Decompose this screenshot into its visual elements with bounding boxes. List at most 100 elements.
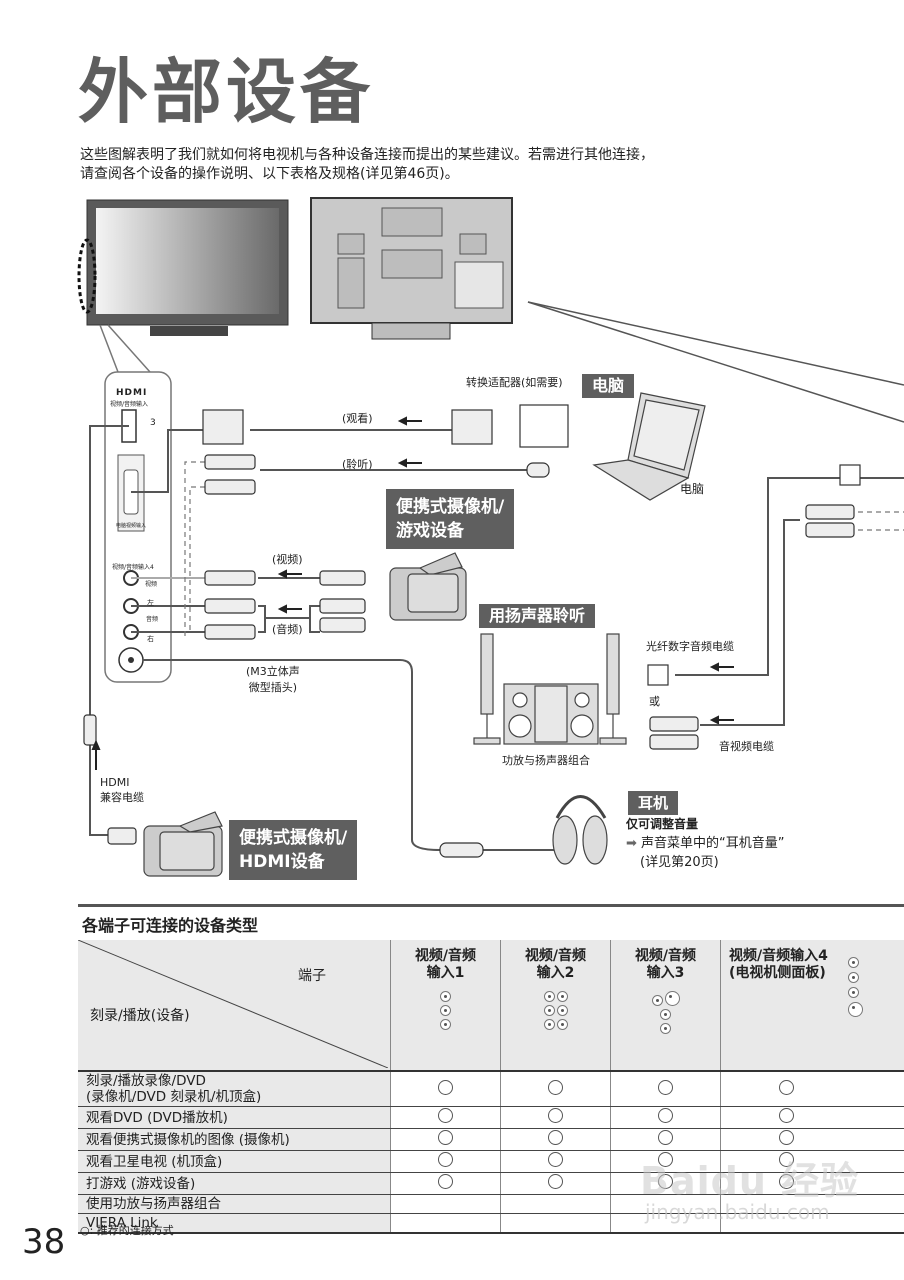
m3-plug-label-line1: (M3立体声 <box>246 665 300 678</box>
compat-cell <box>500 1150 611 1173</box>
av2-jacks-icon <box>502 990 609 1032</box>
recommended-circle-icon <box>658 1174 673 1189</box>
left-jack-label: 左 <box>147 599 154 607</box>
adapter-label: 转换适配器(如需要) <box>466 376 563 389</box>
compat-cell <box>390 1150 501 1173</box>
camcorder-game-tag-line2: 游戏设备 <box>396 521 464 541</box>
audio-cable <box>258 605 320 619</box>
speaker-tag: 用扬声器聆听 <box>479 604 596 628</box>
headphone-tag: 耳机 <box>628 791 679 815</box>
compat-cell <box>720 1106 904 1129</box>
compat-cell <box>720 1213 904 1234</box>
hdmi-cable-upper <box>89 425 129 715</box>
hdmi-port-label: 视频/音频输入 <box>110 401 149 408</box>
table-row: VIERA Link <box>78 1213 904 1234</box>
tv-front-screen <box>96 208 279 314</box>
laptop-illustration <box>592 392 706 501</box>
recommended-circle-icon <box>658 1108 673 1123</box>
compat-cell <box>610 1106 721 1129</box>
recommended-circle-icon <box>779 1174 794 1189</box>
recommended-circle-icon <box>548 1079 563 1095</box>
recommended-circle-icon <box>548 1174 563 1189</box>
amp-speaker-illustration <box>473 633 627 745</box>
recommended-circle-icon <box>779 1130 794 1145</box>
camcorder-illustration <box>389 552 467 621</box>
row-label-line1: 刻录/播放录像/DVD <box>86 1073 206 1089</box>
optical-plug <box>647 664 669 686</box>
hdmi-cable-label: HDMI 兼容电缆 <box>100 776 144 805</box>
recommended-circle-icon <box>438 1174 453 1189</box>
compat-cell <box>720 1128 904 1151</box>
table-row: 使用功放与扬声器组合 <box>78 1194 904 1214</box>
rca-plug <box>204 479 256 495</box>
side-panel-highlight <box>77 238 97 314</box>
terminal-compatibility-table: 端子 刻录/播放(设备) 视频/音频 输入1 视频/音频 输入2 视频/音频 输… <box>78 940 904 1234</box>
corner-terminal-label: 端子 <box>298 968 326 984</box>
compat-cell <box>720 1172 904 1195</box>
camcorder-hdmi-tag-line1: 便携式摄像机/ <box>239 828 348 848</box>
tv-rear-illustration <box>310 197 904 423</box>
watermark-logo: Baidu 经验 <box>640 1159 860 1203</box>
arrow-right-icon: ➡ <box>626 836 637 851</box>
column-header-av2: 视频/音频 输入2 <box>500 940 611 1072</box>
mini-plug <box>526 462 550 478</box>
headphones-illustration <box>552 795 608 865</box>
compat-cell <box>720 1150 904 1173</box>
camcorder-hdmi-illustration <box>143 811 223 877</box>
column-header-av1: 视频/音频 输入1 <box>390 940 501 1072</box>
compat-cell <box>500 1128 611 1151</box>
compat-cell <box>500 1194 611 1214</box>
compat-cell <box>610 1172 721 1195</box>
watch-label: (观看) <box>342 412 373 425</box>
table-row: 观看便携式摄像机的图像 (摄像机) <box>78 1128 904 1151</box>
compat-cell <box>390 1213 501 1234</box>
headphone-note-line1: 声音菜单中的“耳机音量” <box>641 836 785 851</box>
m3-plug-label: (M3立体声 微型插头) <box>246 663 300 695</box>
table-row: 观看卫星电视 (机顶盒) <box>78 1150 904 1173</box>
recommended-circle-icon <box>438 1079 453 1095</box>
compat-cell <box>500 1106 611 1129</box>
recommended-circle-icon <box>548 1108 563 1123</box>
connection-diagram <box>77 197 904 877</box>
compat-cell <box>720 1194 904 1214</box>
row-device-label: 打游戏 (游戏设备) <box>78 1172 391 1195</box>
arrows <box>91 416 734 770</box>
m3-plug-label-line2: 微型插头) <box>248 681 298 694</box>
optical-cable-label: 光纤数字音频电缆 <box>646 640 734 653</box>
amp-caption: 功放与扬声器组合 <box>502 754 590 767</box>
headphone-note-title: 仅可调整音量 <box>626 817 699 831</box>
compat-cell <box>500 1172 611 1195</box>
row-label-line1: 打游戏 (游戏设备) <box>86 1175 196 1192</box>
compat-cell <box>390 1194 501 1214</box>
headphone-plug <box>439 842 484 858</box>
optical-plug <box>839 464 861 486</box>
terminal-table-section: 各端子可连接的设备类型 端子 刻录/播放(设备) 视频/音频 输入1 视频/音频… <box>78 904 904 1234</box>
hdmi-plug <box>107 827 137 845</box>
compat-cell <box>610 1194 721 1214</box>
row-label-line1: 观看DVD (DVD播放机) <box>86 1109 228 1126</box>
row-device-label: 观看卫星电视 (机顶盒) <box>78 1150 391 1173</box>
row-device-label: 使用功放与扬声器组合 <box>78 1194 391 1214</box>
connectors <box>83 404 861 858</box>
table-row: 观看DVD (DVD播放机) <box>78 1106 904 1129</box>
corner-diagonal <box>78 940 388 1068</box>
camcorder-game-tag: 便携式摄像机/ 游戏设备 <box>386 489 515 549</box>
compat-cell <box>610 1150 721 1173</box>
hdmi-cable-lower <box>89 740 110 836</box>
av4-label: 视频/音频输入4 <box>112 564 154 571</box>
right-jack-label: 右 <box>147 635 154 643</box>
av4-jacks-icon <box>847 956 867 1020</box>
av3-jacks-icon <box>612 990 719 1036</box>
pc-tag: 电脑 <box>582 374 635 398</box>
av-cable-label: 音视频电缆 <box>719 740 774 753</box>
headphone-cable <box>143 659 441 851</box>
compat-cell <box>390 1172 501 1195</box>
av-cable <box>700 519 800 726</box>
or-label: 或 <box>649 695 660 708</box>
row-device-label: 刻录/播放录像/DVD(录像机/DVD 刻录机/机顶盒) <box>78 1071 391 1107</box>
row-label-line1: 观看便携式摄像机的图像 (摄像机) <box>86 1131 290 1148</box>
camcorder-hdmi-tag-line2: HDMI设备 <box>239 852 325 872</box>
recommended-circle-icon <box>548 1130 563 1145</box>
compat-cell <box>390 1071 501 1107</box>
video-label: (视频) <box>272 553 303 566</box>
